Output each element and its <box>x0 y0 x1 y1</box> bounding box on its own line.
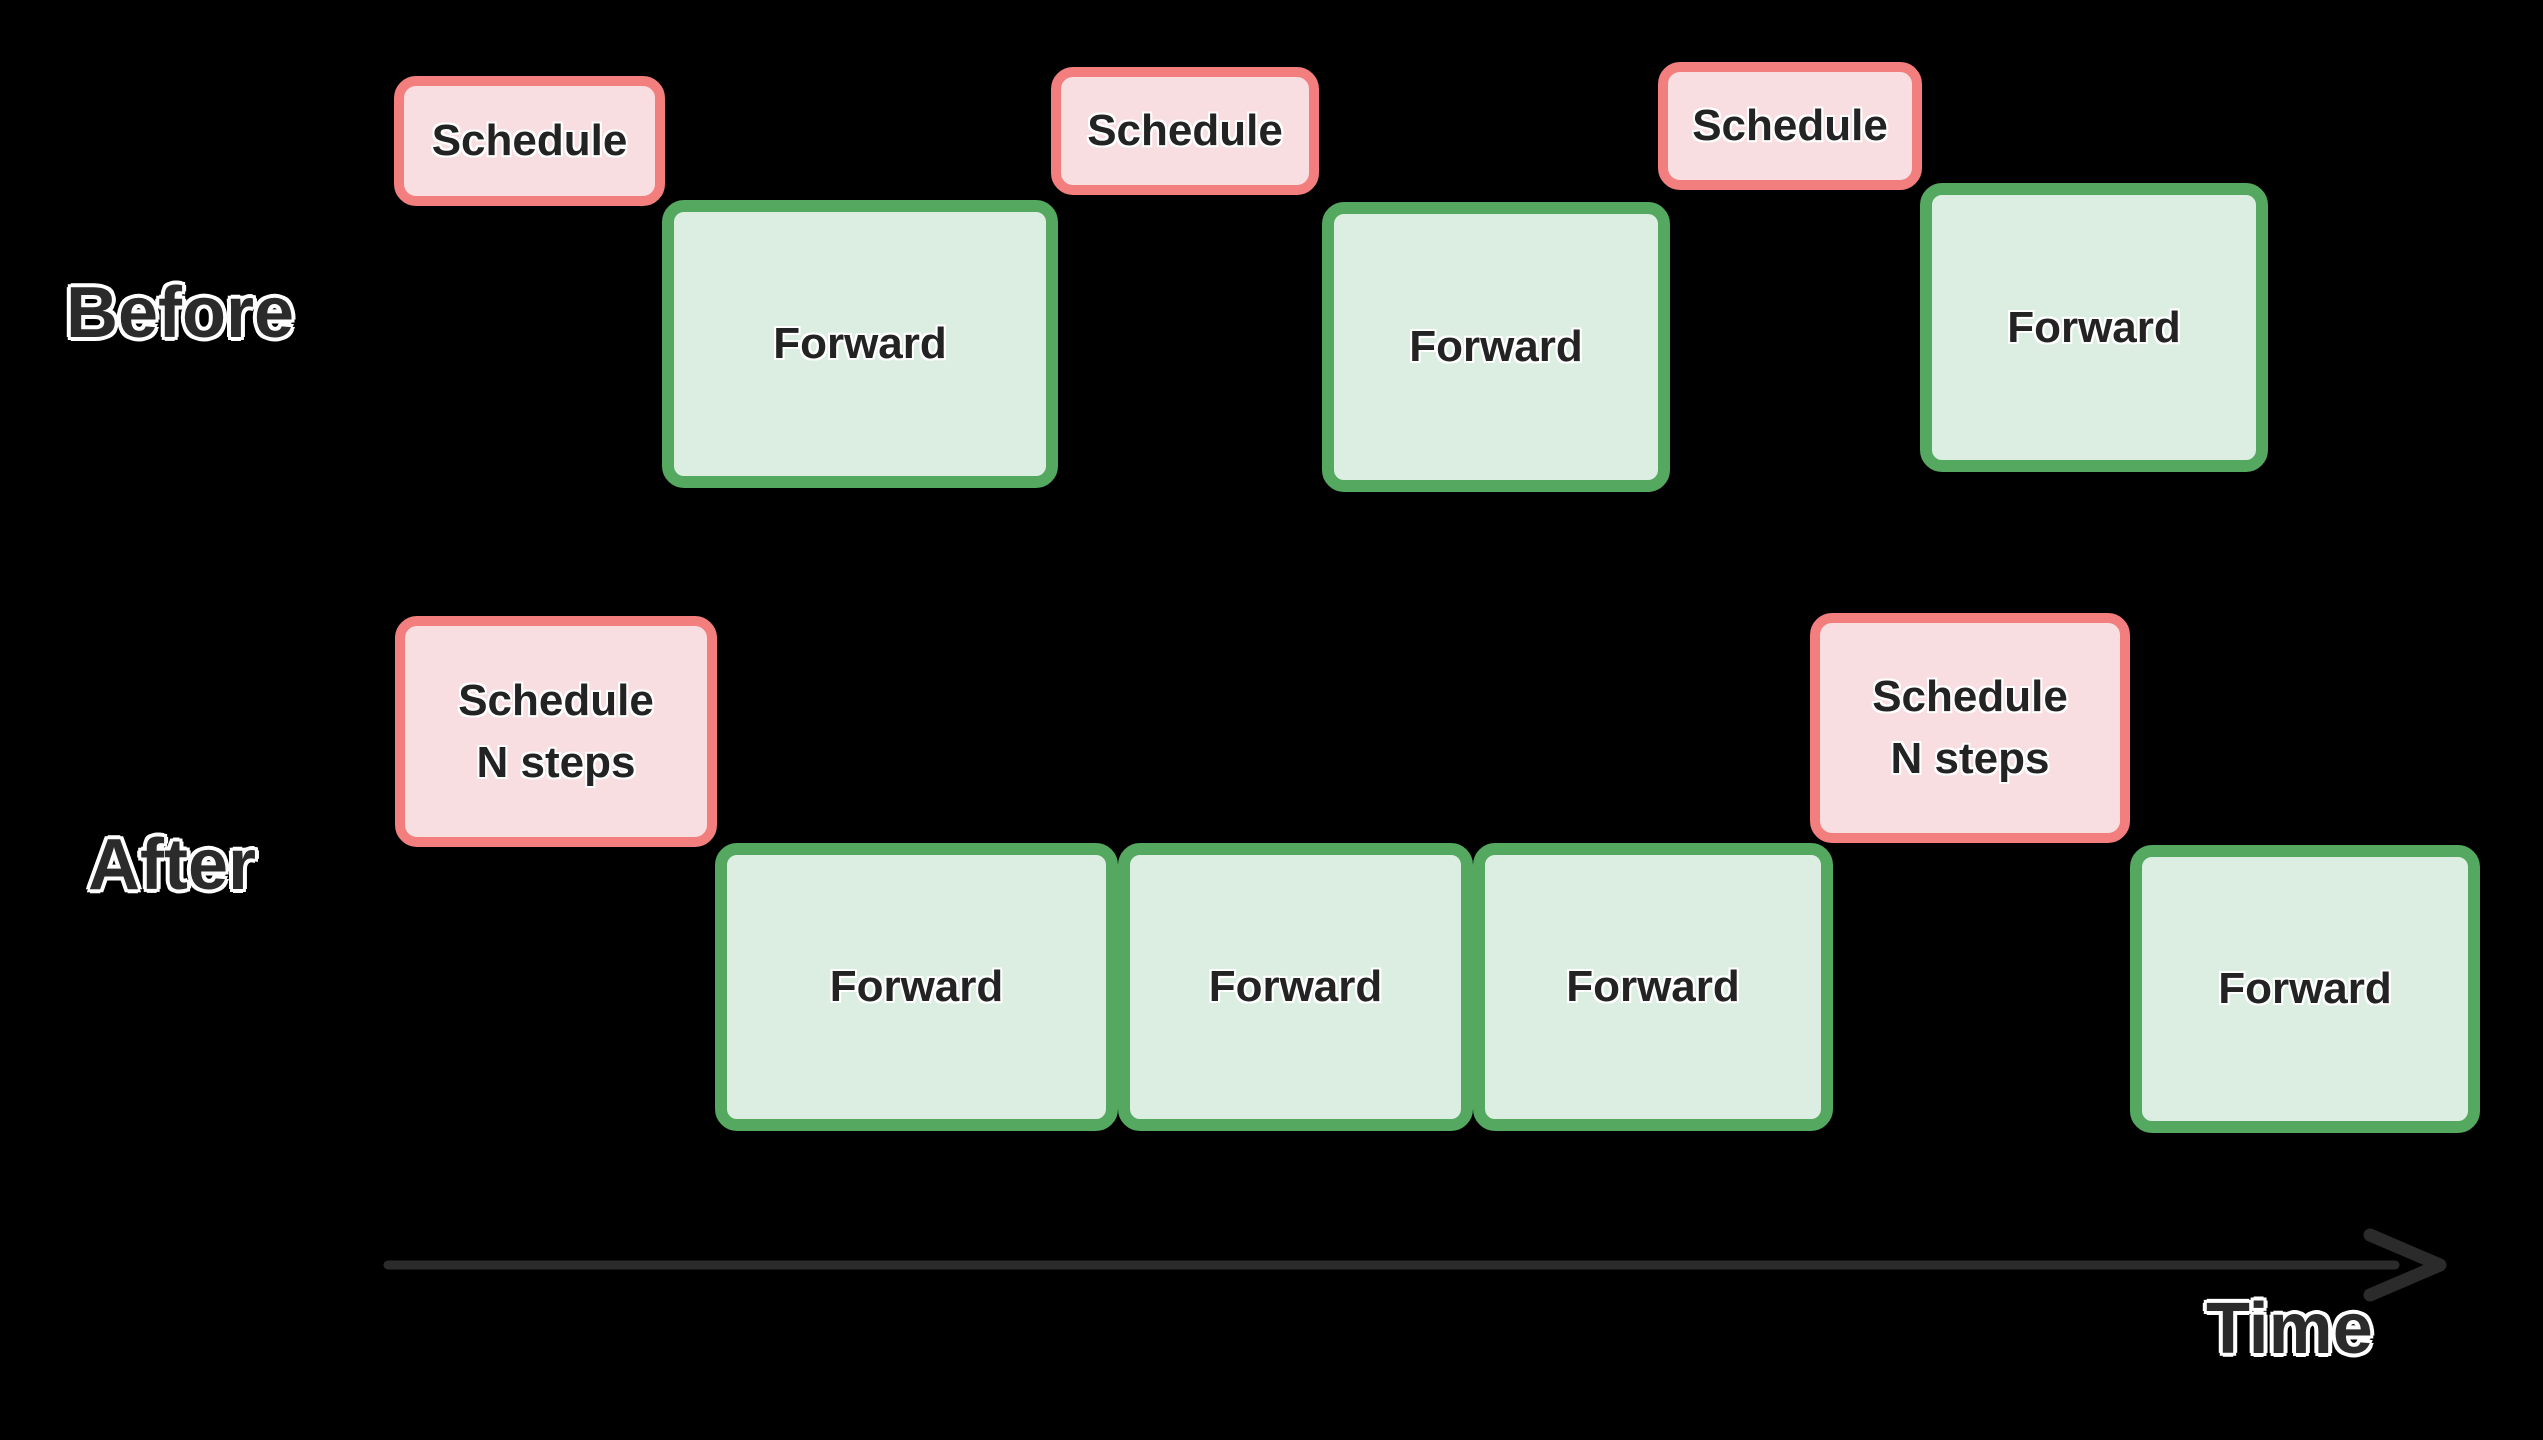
forward-box-label: Forward <box>2218 964 2392 1013</box>
forward-box: Forward <box>662 200 1058 488</box>
forward-box: Forward <box>1118 843 1473 1131</box>
time-arrow <box>383 1228 2447 1302</box>
schedule-box: Schedule <box>1051 67 1319 195</box>
forward-box: Forward <box>1322 202 1670 492</box>
forward-box: Forward <box>2130 845 2480 1133</box>
schedule-n-steps-box-label: Schedule N steps <box>1872 666 2068 790</box>
schedule-box-label: Schedule <box>431 116 628 165</box>
schedule-box-label: Schedule <box>1087 106 1283 155</box>
forward-box-label: Forward <box>1208 962 1383 1011</box>
schedule-n-steps-line1: Schedule <box>1872 672 2068 721</box>
schedule-box: Schedule <box>1658 62 1922 190</box>
forward-box: Forward <box>715 843 1118 1131</box>
schedule-n-steps-box: Schedule N steps <box>395 616 717 847</box>
schedule-n-steps-line1: Schedule <box>458 675 654 725</box>
forward-box: Forward <box>1920 183 2268 472</box>
forward-box-label: Forward <box>2007 302 2181 352</box>
forward-box-label: Forward <box>773 319 947 368</box>
schedule-n-steps-line2: N steps <box>1890 734 2050 783</box>
forward-box-label: Forward <box>1409 322 1583 371</box>
after-row-label: After <box>88 825 257 905</box>
schedule-n-steps-line2: N steps <box>476 737 636 787</box>
time-axis-label: Time <box>2206 1289 2373 1369</box>
schedule-n-steps-box: Schedule N steps <box>1810 613 2130 843</box>
before-row-label: Before <box>66 273 295 353</box>
forward-box-label: Forward <box>829 962 1004 1011</box>
schedule-n-steps-box-label: Schedule N steps <box>458 670 654 794</box>
forward-box-label: Forward <box>1566 962 1740 1011</box>
schedule-box: Schedule <box>394 76 665 206</box>
schedule-box-label: Schedule <box>1692 101 1888 150</box>
forward-box: Forward <box>1473 843 1833 1131</box>
